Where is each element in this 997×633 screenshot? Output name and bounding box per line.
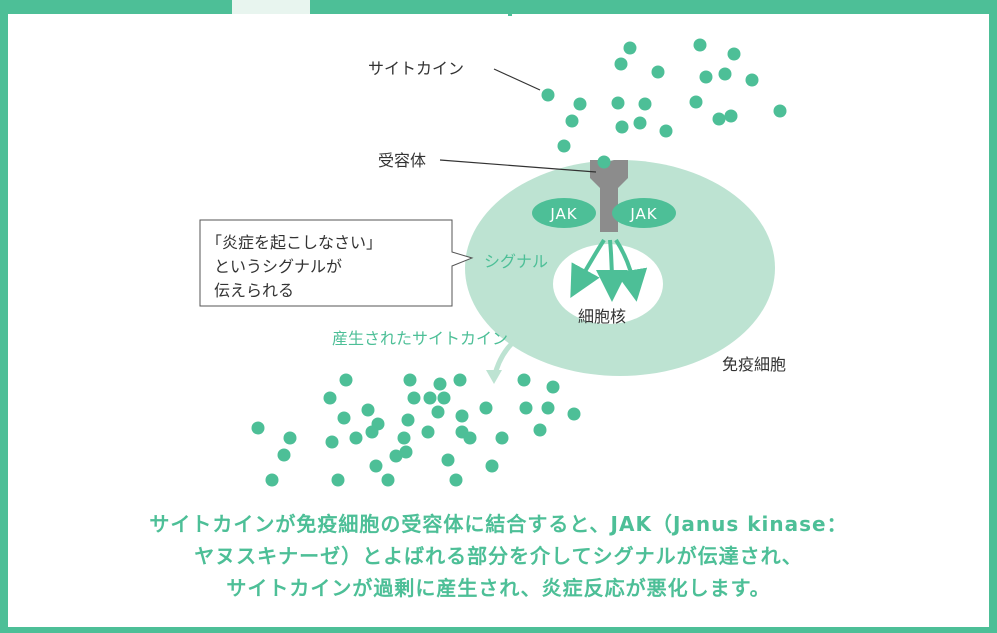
signal-label: シグナル (484, 252, 548, 271)
callout-line-2: というシグナルが (214, 257, 342, 276)
signal-arrows (570, 238, 648, 302)
cytokine-label: サイトカイン (368, 59, 464, 78)
nucleus-label: 細胞核 (578, 307, 626, 326)
callout-line-3: 伝えられる (214, 281, 294, 300)
jak-right-label: JAK (629, 205, 657, 223)
produced-cytokine-label: 産生されたサイトカイン (332, 329, 508, 348)
caption-line-1: サイトカインが免疫細胞の受容体に結合すると、JAK（Janus kinase： (149, 512, 848, 536)
cytokine-jak-diagram: JAK JAK (199, 38, 787, 487)
caption-line-3: サイトカインが過剰に産生され、炎症反応が悪化します。 (226, 576, 771, 600)
receptor-leader-line (439, 159, 597, 173)
caption: サイトカインが免疫細胞の受容体に結合すると、JAK（Janus kinase： … (0, 508, 997, 604)
callout-line-1: 「炎症を起こしなさい」 (206, 233, 382, 252)
jak-right: JAK (612, 198, 676, 228)
top-tab-bar (0, 0, 997, 16)
jak-left-label: JAK (549, 205, 577, 223)
caption-line-2: ヤヌスキナーゼ）とよばれる部分を介してシグナルが伝達され、 (194, 544, 803, 568)
jak-left: JAK (532, 198, 596, 228)
receptor-label: 受容体 (378, 151, 426, 170)
signal-callout: 「炎症を起こしなさい」 というシグナルが 伝えられる (199, 219, 474, 307)
cytokine-cluster-top (541, 38, 787, 169)
cytokine-cluster-bottom (251, 373, 581, 487)
immune-cell-label: 免疫細胞 (722, 355, 786, 374)
cytokine-leader-line (493, 68, 541, 91)
